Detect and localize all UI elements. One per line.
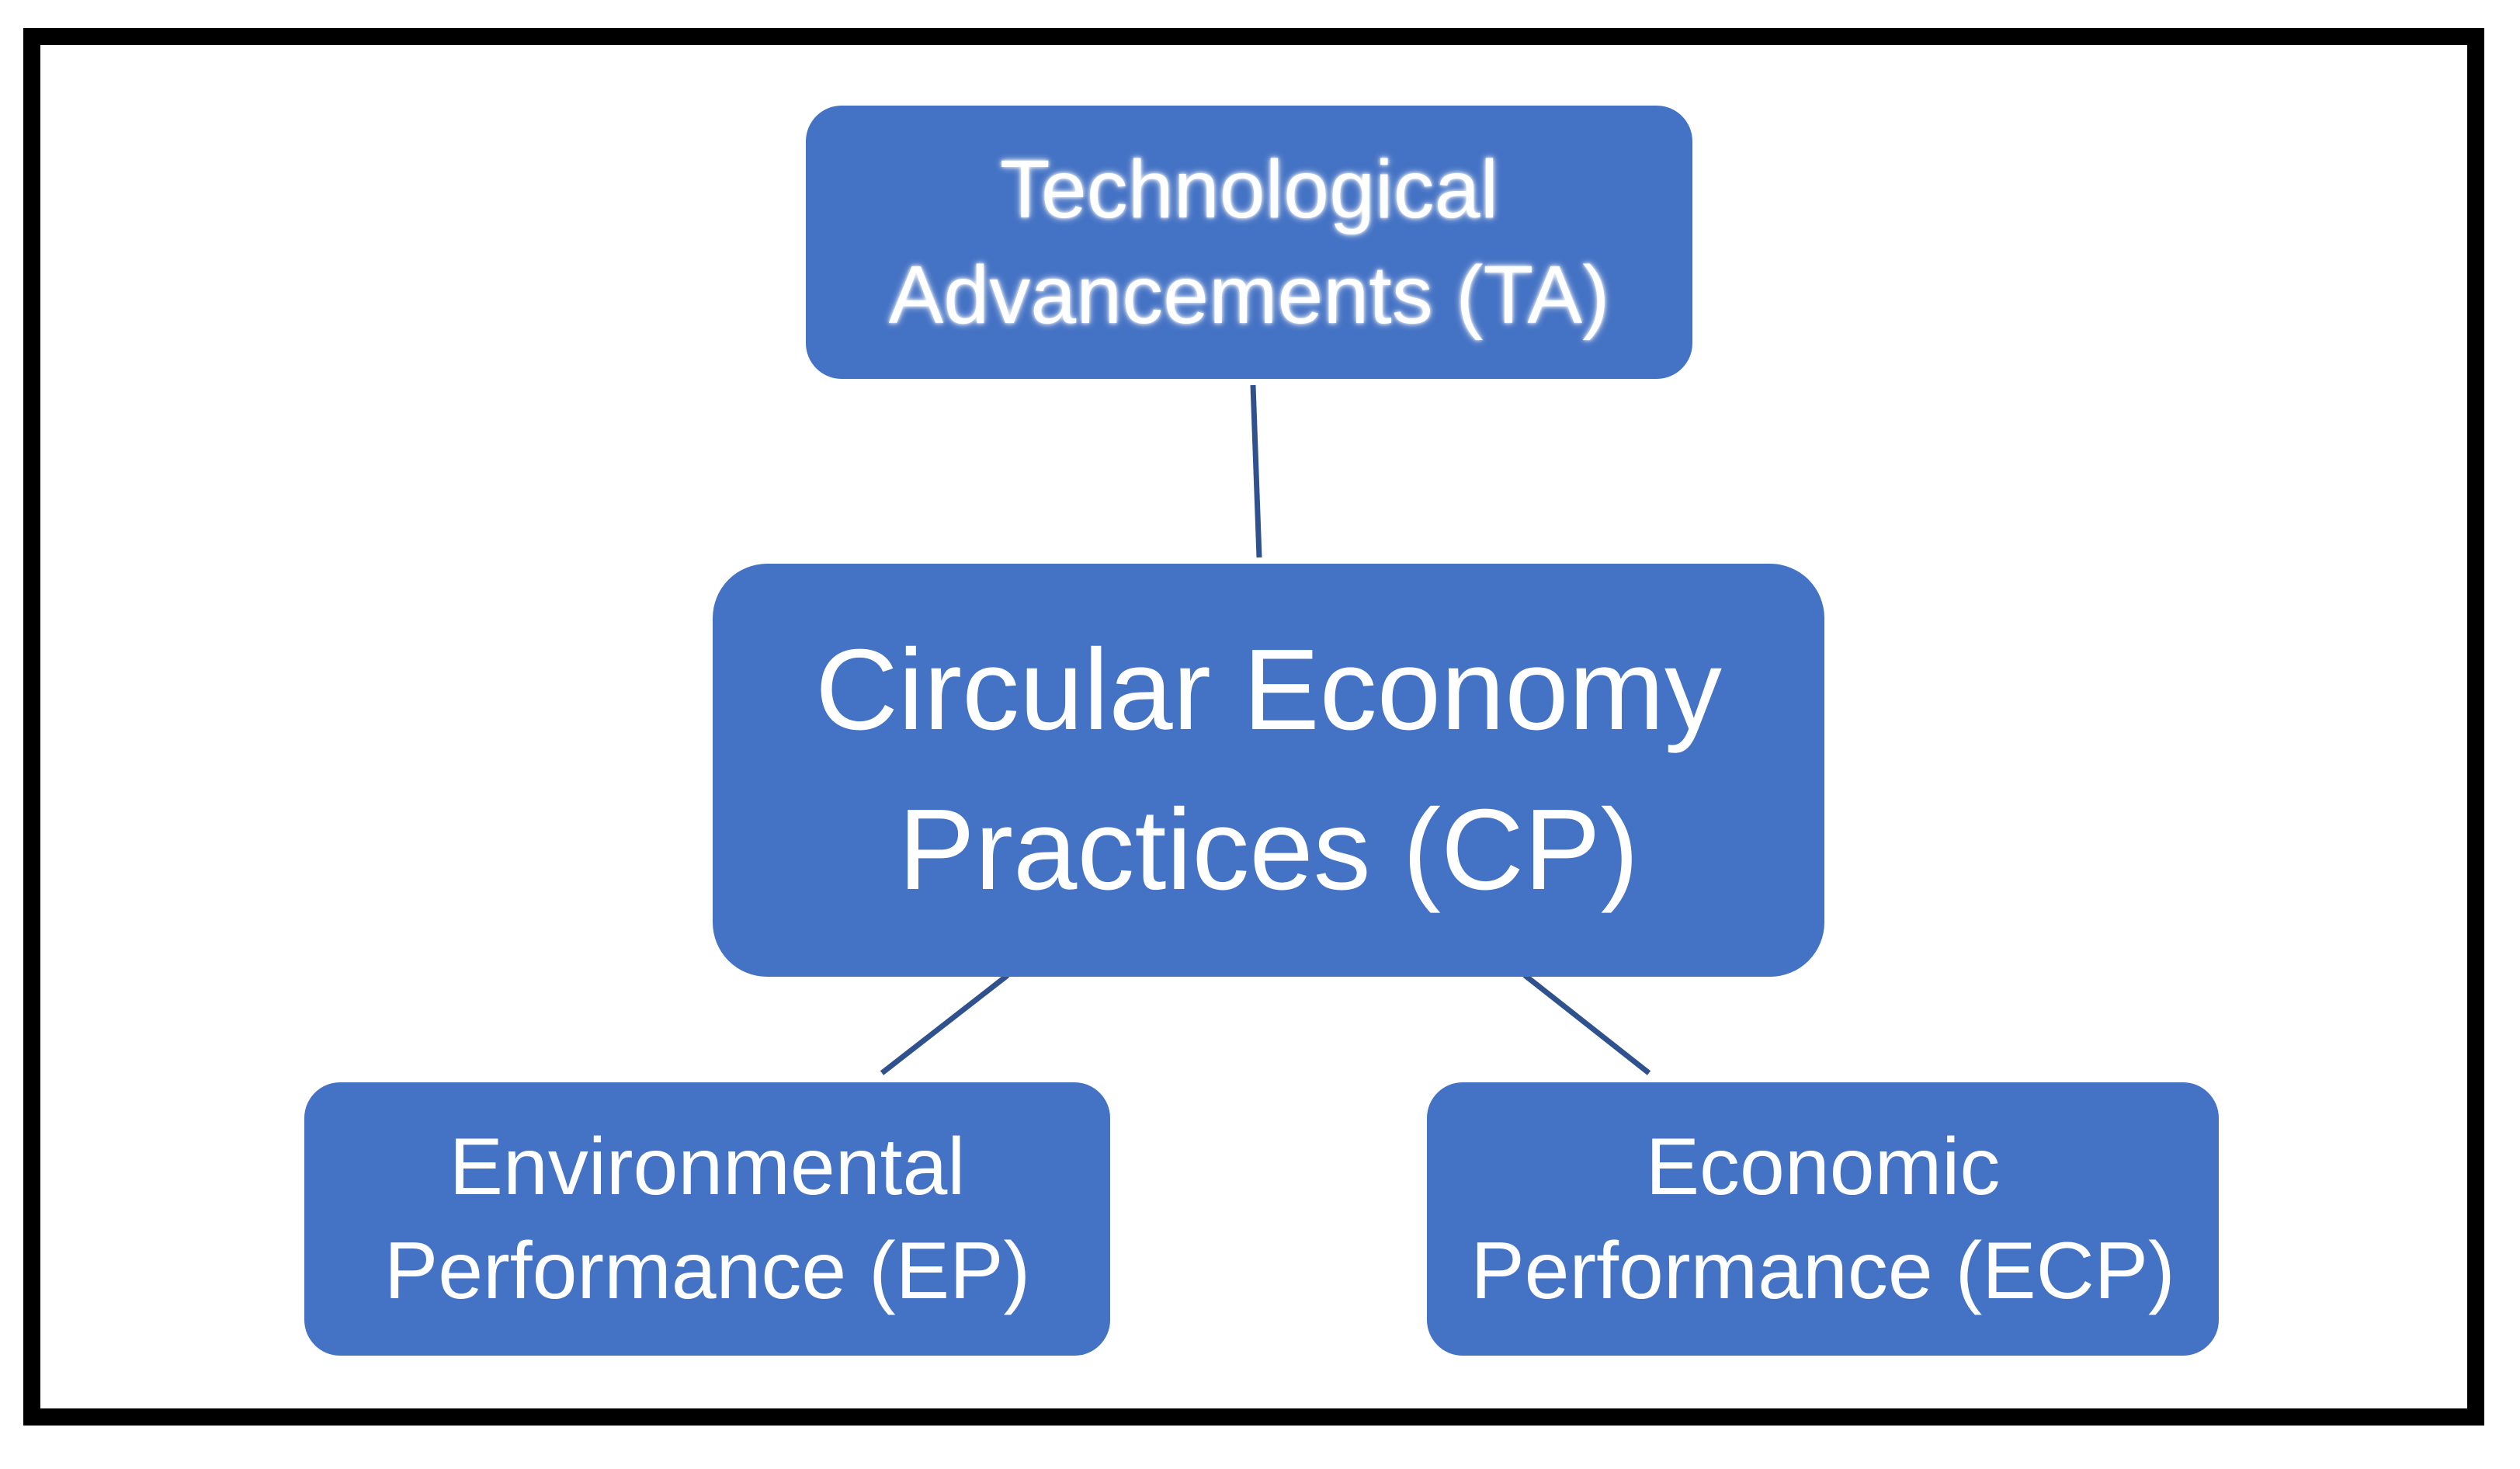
node-cp-line2: Practices (CP) (898, 786, 1639, 914)
node-ecp-line1: Economic (1645, 1122, 2001, 1212)
node-technological-advancements: Technological Advancements (TA) (806, 106, 1692, 379)
node-economic-performance: Economic Performance (ECP) (1427, 1082, 2219, 1356)
node-circular-economy-practices: Circular Economy Practices (CP) (713, 564, 1824, 977)
node-environmental-performance: Environmental Performance (EP) (304, 1082, 1110, 1356)
node-cp-line1: Circular Economy (815, 626, 1722, 754)
node-ta-line2: Advancements (TA) (888, 249, 1610, 341)
node-ecp-line2: Performance (ECP) (1470, 1226, 2175, 1316)
node-ep-line1: Environmental (449, 1122, 966, 1212)
node-ep-line2: Performance (EP) (384, 1226, 1031, 1316)
node-ta-line1: Technological (999, 144, 1499, 235)
